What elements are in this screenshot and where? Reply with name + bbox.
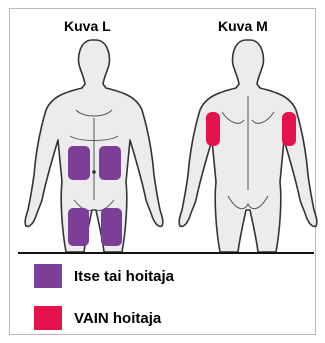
ground-line <box>18 252 314 254</box>
injection-area-abdomen-right <box>99 146 121 180</box>
legend-item-caregiver-only: VAIN hoitaja <box>34 304 161 332</box>
injection-area-abdomen-left <box>68 146 90 180</box>
injection-area-upper-arm-left <box>206 112 220 146</box>
legend-swatch-red <box>34 306 62 330</box>
navel-marker <box>92 170 96 174</box>
legend-label-caregiver-only: VAIN hoitaja <box>74 310 161 327</box>
legend-item-self-or-caregiver: Itse tai hoitaja <box>34 262 174 290</box>
legend-swatch-purple <box>34 264 62 288</box>
injection-area-thigh-right <box>101 208 122 246</box>
injection-area-upper-arm-right <box>282 112 296 146</box>
injection-area-thigh-left <box>68 208 89 246</box>
legend-label-self-or-caregiver: Itse tai hoitaja <box>74 268 174 285</box>
